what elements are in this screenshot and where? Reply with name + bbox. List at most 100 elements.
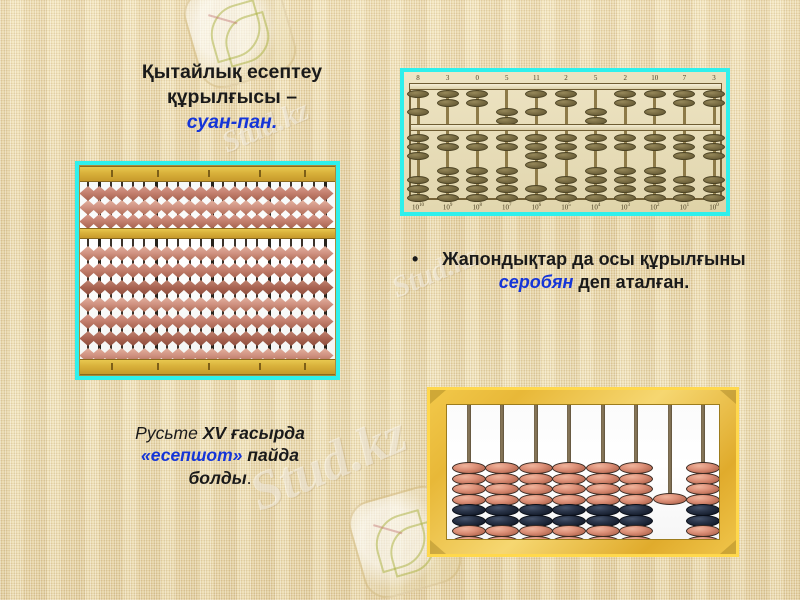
suanpan-bead-upper bbox=[555, 90, 577, 98]
schoty-bead bbox=[90, 331, 108, 346]
schoty-bead bbox=[214, 331, 232, 346]
suanpan-bead-lower bbox=[525, 152, 548, 160]
japan-line-2-rest: деп аталған. bbox=[573, 272, 690, 293]
schoty-bottom-rail bbox=[80, 359, 335, 375]
schoty-bead bbox=[316, 186, 334, 201]
schoty-bead bbox=[192, 186, 210, 201]
schoty-bead bbox=[147, 314, 165, 329]
schoty-bead bbox=[181, 297, 199, 312]
schoty-bead bbox=[90, 280, 108, 295]
schoty-bead bbox=[271, 214, 289, 229]
schoty-bead bbox=[124, 214, 142, 229]
schoty-bead bbox=[260, 246, 278, 261]
schoty-bead bbox=[293, 263, 311, 278]
soroban-bead bbox=[652, 493, 687, 505]
schoty-bead bbox=[305, 246, 323, 261]
suanpan-bead-upper bbox=[614, 99, 637, 107]
schoty-bead bbox=[124, 297, 142, 312]
schoty-bead bbox=[316, 297, 334, 312]
suanpan-bead-upper bbox=[703, 90, 725, 98]
schoty-bead bbox=[271, 186, 289, 201]
schoty-bead bbox=[192, 214, 210, 229]
suanpan-bead-lower bbox=[643, 167, 666, 175]
schoty-bead bbox=[169, 214, 187, 229]
schoty-bead bbox=[181, 246, 199, 261]
schoty-bead bbox=[169, 263, 187, 278]
schoty-bead bbox=[316, 246, 334, 261]
soroban-corner-bl bbox=[430, 540, 446, 554]
schoty-bead bbox=[147, 246, 165, 261]
suanpan-bead-lower bbox=[525, 134, 548, 142]
schoty-bead bbox=[124, 331, 142, 346]
schoty-bead bbox=[102, 263, 120, 278]
suanpan-top-label: 0 bbox=[475, 74, 479, 82]
schoty-bead bbox=[102, 331, 120, 346]
schoty-bead bbox=[102, 297, 120, 312]
russia-line-2-highlight: «есепшот» bbox=[141, 445, 243, 466]
russia-line-1-a: Русьте bbox=[135, 423, 203, 443]
suanpan-bead-lower bbox=[495, 194, 518, 202]
schoty-bead bbox=[135, 280, 153, 295]
suanpan-top-label: 3 bbox=[445, 74, 450, 82]
soroban-bead bbox=[686, 535, 719, 539]
schoty-bead bbox=[293, 297, 311, 312]
suanpan-bead-lower bbox=[703, 152, 725, 160]
schoty-bead bbox=[158, 280, 176, 295]
suanpan-bead-lower bbox=[466, 176, 489, 184]
suanpan-bead-lower bbox=[436, 134, 459, 142]
suanpan-bottom-label: 103 bbox=[620, 202, 630, 211]
title-line-3-highlight: суан-пан. bbox=[186, 110, 278, 133]
schoty-bead bbox=[102, 314, 120, 329]
schoty-bead bbox=[113, 263, 131, 278]
schoty-bead bbox=[260, 263, 278, 278]
suanpan-bottom-label: 107 bbox=[502, 202, 512, 211]
schoty-bead bbox=[102, 280, 120, 295]
soroban-corner-tl bbox=[430, 390, 446, 404]
suanpan-bead-lower bbox=[614, 167, 637, 175]
soroban-bead bbox=[518, 535, 553, 539]
schoty-bead bbox=[214, 297, 232, 312]
schoty-bead bbox=[147, 214, 165, 229]
suanpan-bead-upper bbox=[614, 90, 637, 98]
russia-text-block: Русьте XV ғасырда «есепшот» пайда болды. bbox=[62, 422, 378, 489]
schoty-bead bbox=[260, 200, 278, 215]
suanpan-top-edge bbox=[409, 83, 722, 90]
soroban-rod bbox=[600, 405, 605, 467]
schoty-bead bbox=[147, 263, 165, 278]
russia-line-1-b: XV ғасырда bbox=[202, 423, 305, 443]
suanpan-bead-lower bbox=[555, 194, 577, 202]
schoty-bead bbox=[124, 200, 142, 215]
soroban-bead bbox=[585, 535, 620, 539]
schoty-bead bbox=[169, 280, 187, 295]
schoty-bead bbox=[305, 214, 323, 229]
suanpan-bead-lower bbox=[614, 185, 637, 193]
suanpan-bead-lower bbox=[673, 176, 696, 184]
schoty-bead bbox=[90, 246, 108, 261]
schoty-bead bbox=[124, 280, 142, 295]
schoty-rail-tick bbox=[110, 363, 113, 370]
suanpan-bead-lower bbox=[555, 143, 577, 151]
schoty-bead bbox=[135, 297, 153, 312]
schoty-bead bbox=[282, 280, 300, 295]
suanpan-bead-lower bbox=[673, 194, 696, 202]
soroban-abacus-image bbox=[427, 387, 739, 557]
suanpan-bead-lower bbox=[584, 176, 607, 184]
soroban-bead bbox=[452, 535, 486, 539]
schoty-bead bbox=[181, 280, 199, 295]
soroban-rod bbox=[667, 405, 672, 497]
schoty-rail-tick bbox=[110, 170, 113, 177]
suanpan-bead-lower bbox=[643, 143, 666, 151]
schoty-bead bbox=[282, 314, 300, 329]
schoty-bead bbox=[147, 200, 165, 215]
schoty-bead bbox=[158, 214, 176, 229]
japan-text-lines: Жапондықтар да осы құрылғыны серобян деп… bbox=[404, 248, 764, 294]
suanpan-bead-lower bbox=[466, 167, 489, 175]
schoty-bead bbox=[135, 246, 153, 261]
schoty-bead bbox=[248, 263, 266, 278]
schoty-bead bbox=[293, 331, 311, 346]
schoty-bead bbox=[90, 186, 108, 201]
soroban-bead bbox=[485, 535, 520, 539]
schoty-bead bbox=[135, 263, 153, 278]
suanpan-bead-lower bbox=[436, 167, 459, 175]
suanpan-bead-lower bbox=[525, 185, 548, 193]
